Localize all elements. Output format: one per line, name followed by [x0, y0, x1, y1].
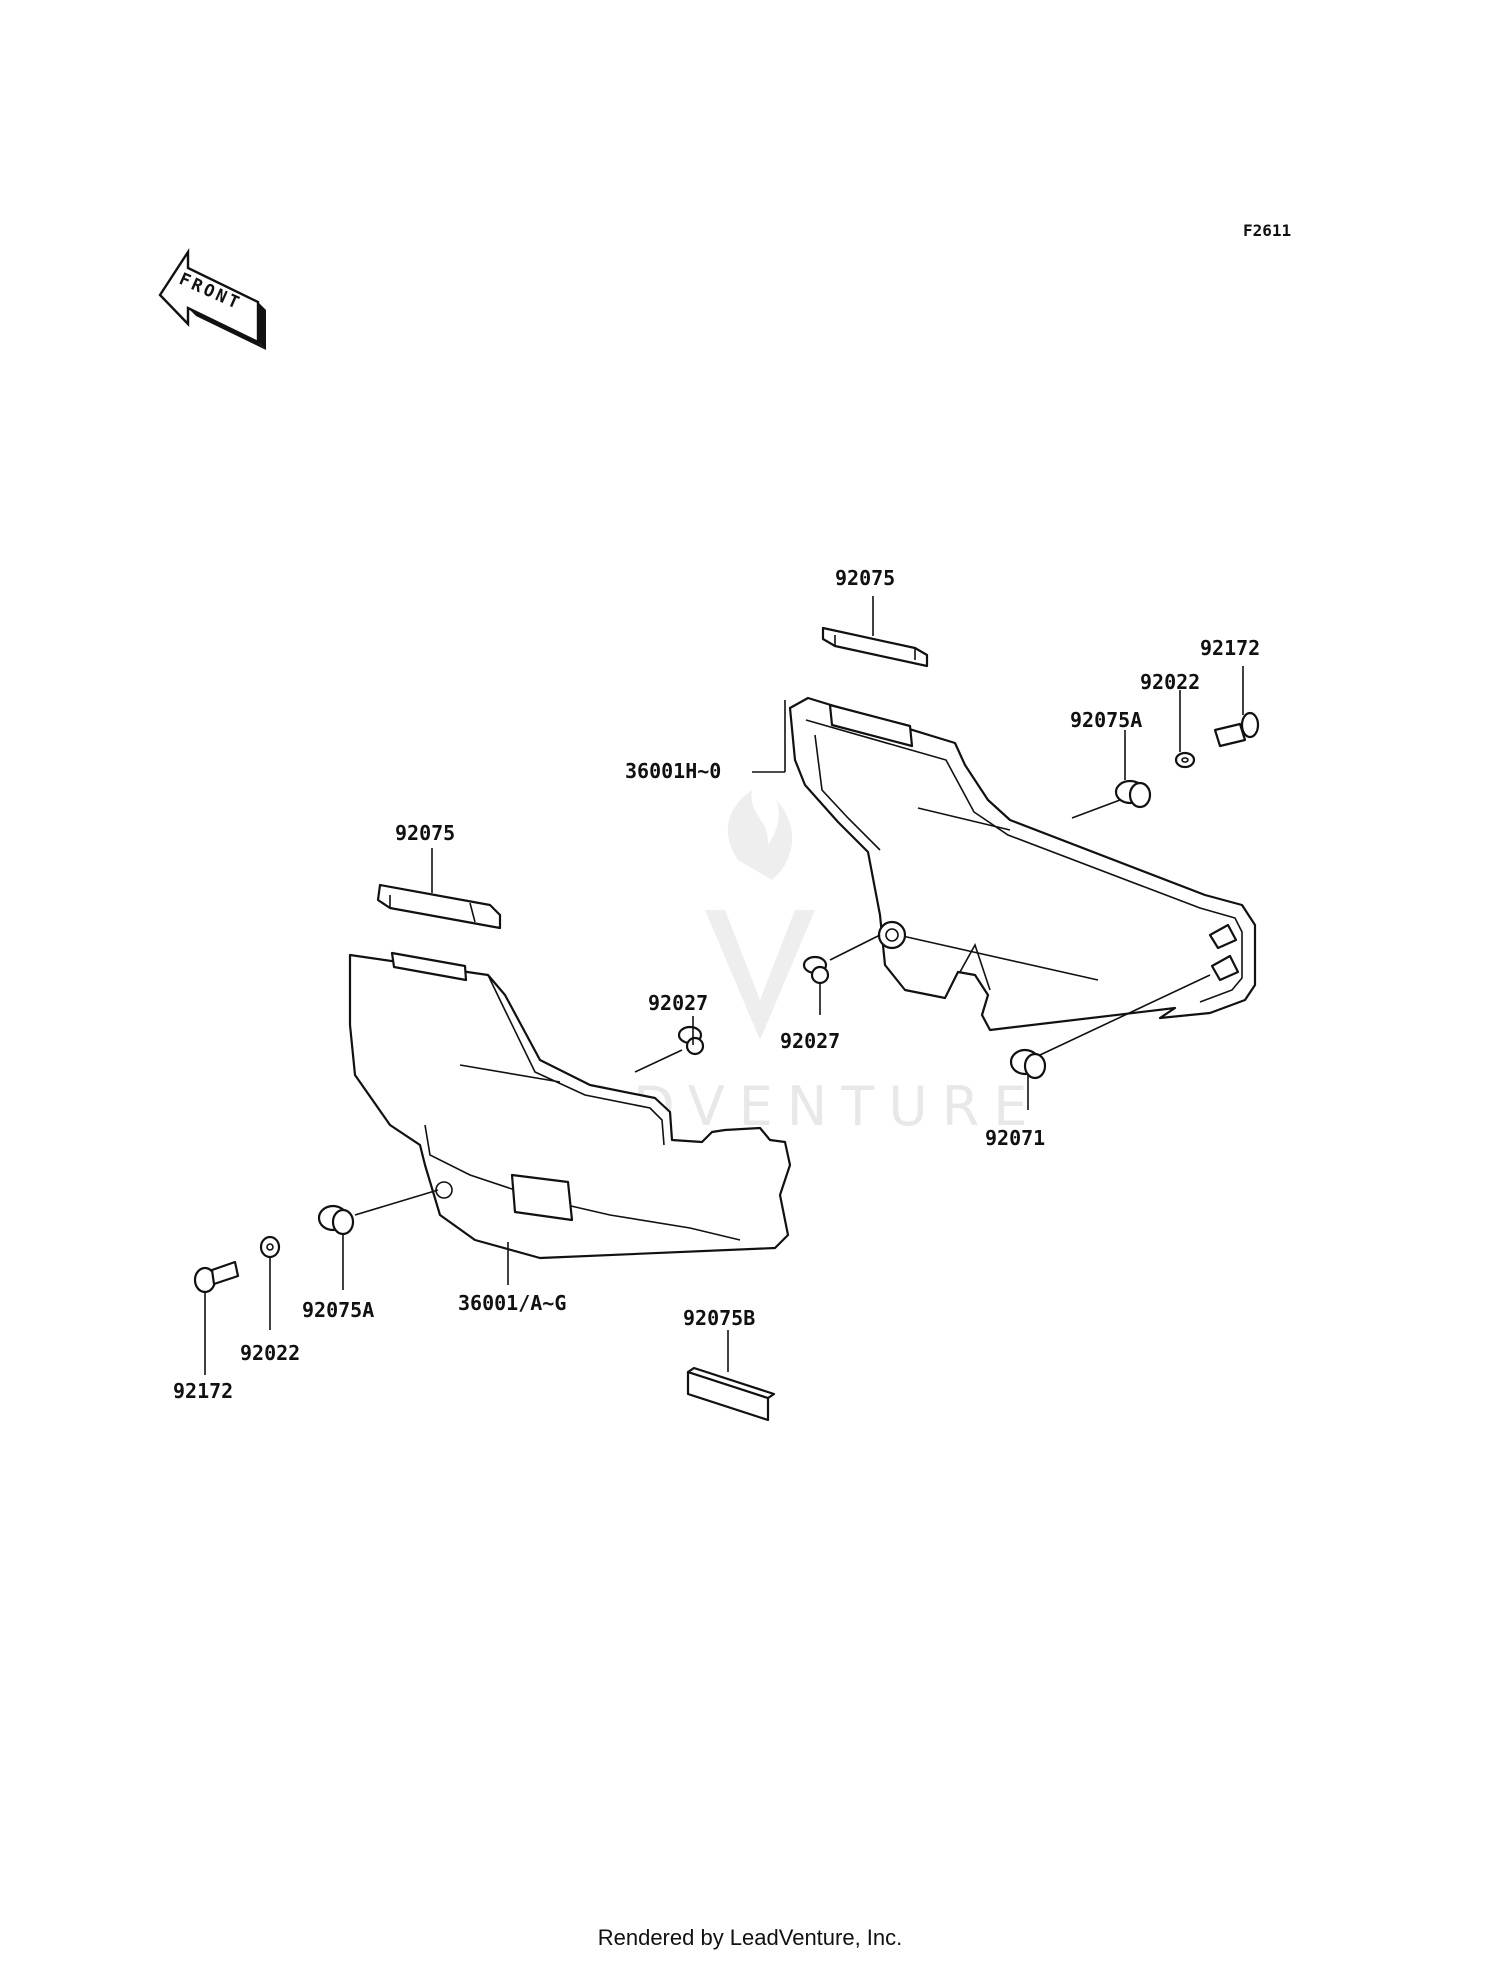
upper-strip-left: [376, 883, 502, 930]
label-cover-right: 36001H~0: [625, 759, 721, 783]
label-collar-right: 92027: [780, 1029, 840, 1053]
label-collar-left: 92027: [648, 991, 708, 1015]
grommet-left-icon: [317, 1204, 355, 1236]
label-bolt-left: 92172: [173, 1379, 233, 1403]
label-grommet-lower-right: 92071: [985, 1126, 1045, 1150]
collar-left-icon: [677, 1025, 705, 1056]
label-upper-strip-right: 92075: [835, 566, 895, 590]
bolt-left-icon: [193, 1260, 240, 1294]
label-grommet-right: 92075A: [1070, 708, 1142, 732]
upper-strip-right: [821, 626, 929, 668]
label-washer-right: 92022: [1140, 670, 1200, 694]
footer-credit: Rendered by LeadVenture, Inc.: [598, 1925, 903, 1950]
bolt-right-icon: [1213, 711, 1260, 748]
grommet-lower-right-icon: [1009, 1048, 1047, 1080]
label-grommet-left: 92075A: [302, 1298, 374, 1322]
label-washer-left: 92022: [240, 1341, 300, 1365]
figure-code: F2611: [1243, 221, 1291, 240]
label-cover-left: 36001/A~G: [458, 1291, 566, 1315]
washer-left-icon: [259, 1235, 281, 1259]
collar-right-icon: [802, 955, 830, 985]
right-side-cover: [788, 696, 1257, 1032]
washer-right-icon: [1174, 751, 1196, 769]
pad-icon: [686, 1366, 776, 1422]
label-upper-strip-left: 92075: [395, 821, 455, 845]
grommet-right-icon: [1114, 779, 1152, 809]
label-pad: 92075B: [683, 1306, 755, 1330]
front-arrow-icon: FRONT: [158, 247, 266, 350]
label-bolt-right: 92172: [1200, 636, 1260, 660]
